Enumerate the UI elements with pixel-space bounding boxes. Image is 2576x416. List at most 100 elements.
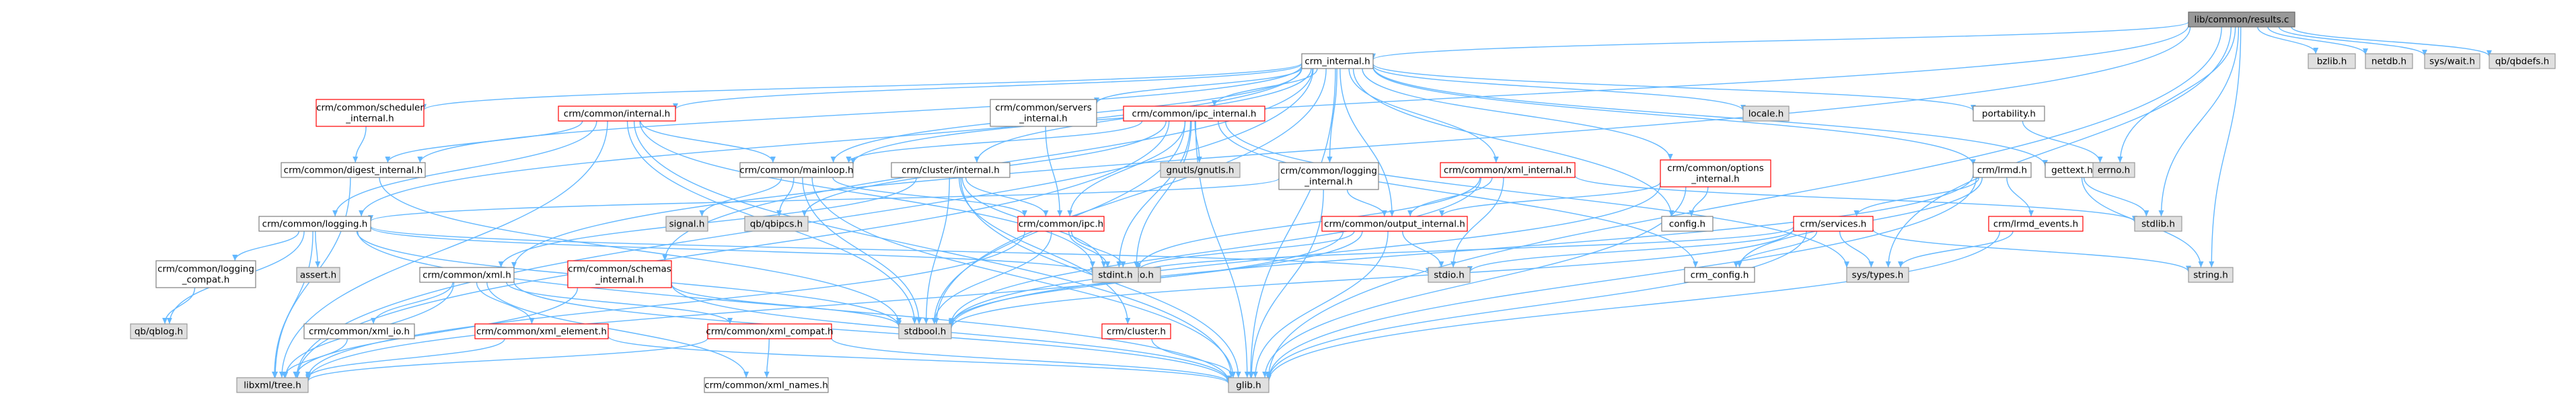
node-label: crm/common/xml.h	[422, 270, 511, 281]
node-label: qb/qbipcs.h	[750, 219, 803, 230]
edge-digest_int-to-stdbool	[379, 177, 901, 325]
edge-lrmd_events-to-glib	[1266, 231, 2001, 381]
edge-crm_internal-to-locale	[1372, 65, 1746, 112]
node-box	[419, 267, 515, 283]
node-crm-config[interactable]: crm_config.h	[1684, 267, 1755, 283]
node-box	[898, 323, 952, 339]
edge-logging-to-stdio	[370, 226, 1431, 275]
node-box	[281, 162, 426, 178]
node-syswait[interactable]: sys/wait.h	[2424, 53, 2480, 69]
node-gnutls[interactable]: gnutls/gnutls.h	[1160, 162, 1241, 178]
node-logging-compat[interactable]: crm/common/logging_compat.h	[155, 260, 256, 288]
edge-services-to-stdbool	[949, 228, 1794, 329]
edge-results_c-to-systypes	[1885, 26, 2232, 268]
node-cluster-int[interactable]: crm/cluster/internal.h	[891, 162, 1010, 178]
edge-logging-to-logging_compat	[232, 231, 299, 261]
node-config-h[interactable]: config.h	[1661, 216, 1714, 232]
edge-common_xml-to-xml_io	[371, 282, 453, 325]
node-qblog[interactable]: qb/qblog.h	[130, 323, 188, 339]
node-label: _internal.h	[1691, 174, 1739, 185]
node-stdbool[interactable]: stdbool.h	[898, 323, 952, 339]
edge-xml_int-to-output_int	[1407, 177, 1493, 217]
edge-services-to-stdio	[1467, 228, 1794, 273]
node-box	[1793, 216, 1874, 232]
node-label: stdio.h	[1434, 270, 1465, 281]
node-xml-names[interactable]: crm/common/xml_names.h	[704, 377, 829, 393]
node-servers-int[interactable]: crm/common/servers_internal.h	[990, 99, 1097, 127]
node-label: lib/common/results.c	[2195, 15, 2289, 26]
node-box	[891, 162, 1010, 178]
node-label: crm/common/xml_internal.h	[1444, 165, 1572, 176]
node-common-ipc[interactable]: crm/common/ipc.h	[1017, 216, 1105, 232]
edge-crm_internal-to-ipc_int	[1212, 68, 1318, 107]
edge-gettext-to-stdlib	[2083, 177, 2149, 217]
edge-crm_internal-to-glib	[1248, 68, 1336, 378]
node-assert[interactable]: assert.h	[296, 267, 340, 283]
node-gettext[interactable]: gettext.h	[2045, 162, 2100, 178]
edge-sched_int-to-digest_int	[353, 126, 367, 163]
node-locale[interactable]: locale.h	[1742, 106, 1790, 122]
node-signal[interactable]: signal.h	[665, 216, 708, 232]
edge-common_int-to-stdint	[639, 120, 1095, 268]
node-stdio[interactable]: stdio.h	[1428, 267, 1471, 283]
node-label: crm/lrmd_events.h	[1993, 219, 2078, 230]
node-xml-io[interactable]: crm/common/xml_io.h	[303, 323, 415, 339]
node-schemas-int[interactable]: crm/common/schemas_internal.h	[567, 260, 672, 288]
node-box	[2489, 53, 2556, 69]
edge-common_xml-to-xml_names	[486, 282, 749, 378]
node-box	[739, 162, 854, 178]
node-crm-internal[interactable]: crm_internal.h	[1301, 53, 1374, 69]
edge-output_int-to-stdint	[1136, 231, 1355, 272]
node-mainloop[interactable]: crm/common/mainloop.h	[739, 162, 854, 178]
node-label: crm/common/ipc_internal.h	[1132, 109, 1257, 120]
node-xml-compat[interactable]: crm/common/xml_compat.h	[706, 323, 834, 339]
edge-logging-to-libxml_tree	[271, 231, 314, 378]
node-sched-int[interactable]: crm/common/scheduler_internal.h	[316, 99, 425, 127]
node-string[interactable]: string.h	[2188, 267, 2234, 283]
node-lrmd[interactable]: crm/lrmd.h	[1973, 162, 2032, 178]
edge-services-to-systypes	[1839, 231, 1874, 268]
node-common-xml[interactable]: crm/common/xml.h	[419, 267, 515, 283]
node-errno[interactable]: errno.h	[2092, 162, 2135, 178]
node-common-int[interactable]: crm/common/internal.h	[558, 106, 676, 122]
node-portability[interactable]: portability.h	[1973, 106, 2045, 122]
node-stdlib[interactable]: stdlib.h	[2134, 216, 2182, 232]
node-label: crm/common/output_internal.h	[1324, 219, 1465, 230]
edge-crm_internal-to-common_int	[673, 63, 1302, 110]
node-glib[interactable]: glib.h	[1228, 377, 1269, 393]
node-label: gnutls/gnutls.h	[1167, 165, 1235, 176]
node-box	[1160, 162, 1241, 178]
node-box	[1092, 267, 1139, 283]
node-box	[665, 216, 708, 232]
node-qbipcs[interactable]: qb/qbipcs.h	[744, 216, 809, 232]
edge-logging_int-to-output_int	[1346, 189, 1387, 217]
node-systypes[interactable]: sys/types.h	[1846, 267, 1909, 283]
node-label: portability.h	[1982, 109, 2036, 120]
edge-results_c-to-syswait	[2278, 26, 2427, 56]
node-xml-int[interactable]: crm/common/xml_internal.h	[1440, 162, 1576, 178]
edge-results_c-to-string	[2209, 26, 2242, 268]
node-netdb[interactable]: netdb.h	[2365, 53, 2413, 69]
node-logging[interactable]: crm/common/logging.h	[258, 216, 371, 232]
node-label: sys/wait.h	[2429, 56, 2475, 67]
node-bzlib[interactable]: bzlib.h	[2308, 53, 2356, 69]
node-services[interactable]: crm/services.h	[1793, 216, 1874, 232]
edge-mainloop-to-qbipcs	[776, 177, 795, 217]
node-results-c[interactable]: lib/common/results.c	[2188, 11, 2295, 28]
node-ipc-int[interactable]: crm/common/ipc_internal.h	[1123, 106, 1265, 122]
node-label: _internal.h	[1304, 177, 1352, 188]
node-logging-int[interactable]: crm/common/logging_internal.h	[1278, 162, 1379, 190]
node-output-int[interactable]: crm/common/output_internal.h	[1321, 216, 1468, 232]
node-options-int[interactable]: crm/common/options_internal.h	[1660, 159, 1771, 188]
node-qbdefs[interactable]: qb/qbdefs.h	[2489, 53, 2556, 69]
edge-mainloop-to-signal	[699, 177, 782, 217]
node-stdint[interactable]: stdint.h	[1092, 267, 1139, 283]
node-box	[474, 323, 609, 339]
node-xml-element[interactable]: crm/common/xml_element.h	[474, 323, 609, 339]
node-libxml-tree[interactable]: libxml/tree.h	[236, 377, 309, 393]
node-cluster-h[interactable]: crm/cluster.h	[1101, 323, 1171, 339]
edge-xml_int-to-stdint	[1136, 177, 1481, 269]
edge-lrmd-to-services	[1853, 177, 1980, 217]
node-digest-int[interactable]: crm/common/digest_internal.h	[281, 162, 426, 178]
node-lrmd-events[interactable]: crm/lrmd_events.h	[1988, 216, 2084, 232]
